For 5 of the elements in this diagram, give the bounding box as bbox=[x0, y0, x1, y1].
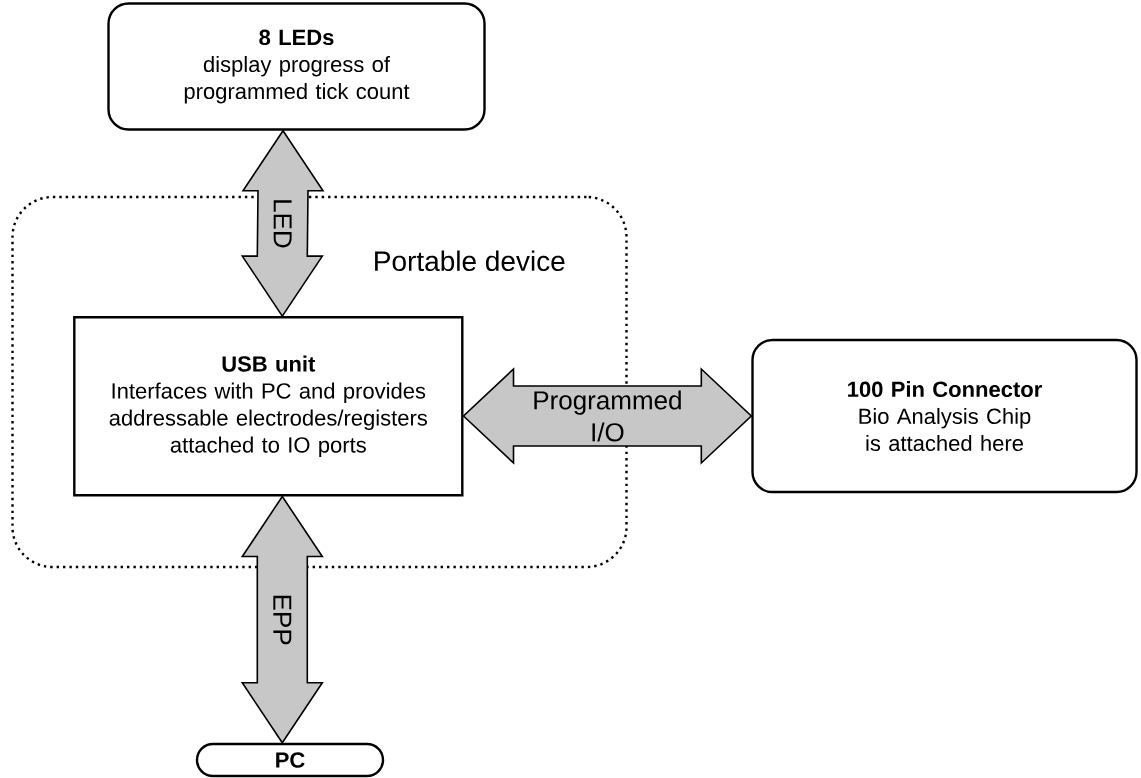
edge-label: EPP bbox=[271, 577, 294, 662]
computer-box: PC bbox=[195, 742, 385, 778]
unit-box: USB unit Interfaces with PC and provides addressable electrodes/registers attached to IO ports bbox=[73, 316, 464, 497]
display-box: 8 LEDs display progress of programmed tick count bbox=[107, 2, 486, 131]
connector-box: 100 Pin Connector Bio Analysis Chip is attached here bbox=[751, 338, 1138, 494]
